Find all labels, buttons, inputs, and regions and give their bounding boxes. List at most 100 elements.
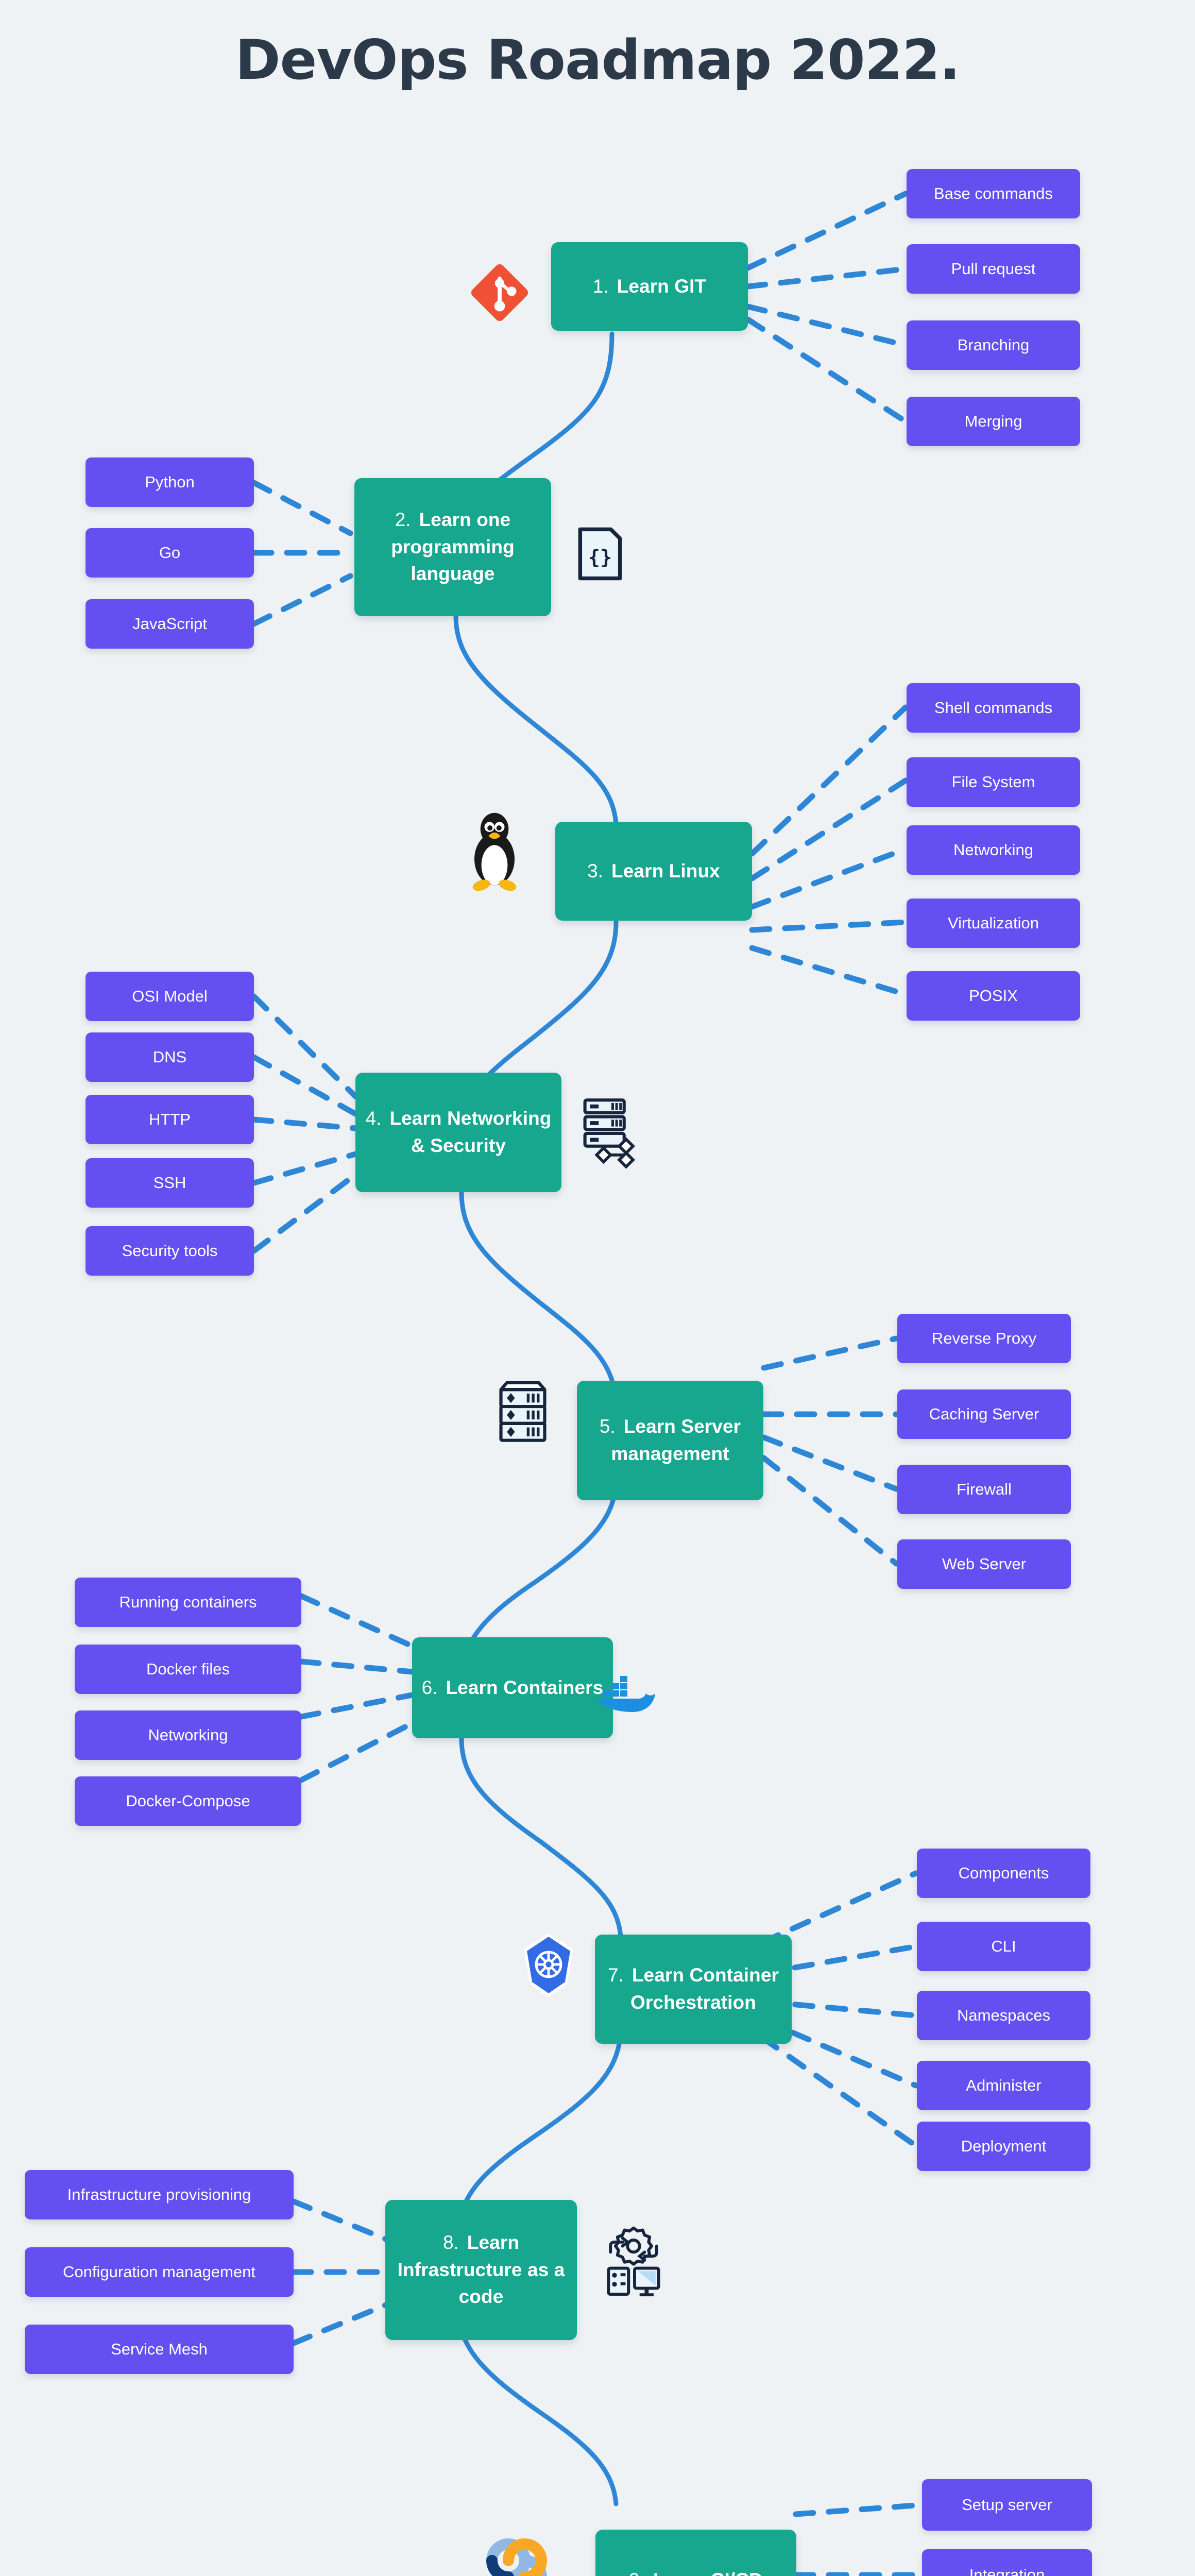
leaf-label: Shell commands — [934, 699, 1053, 717]
step-title: Learn CI/CD — [653, 2569, 763, 2576]
branch-wire-9-0 — [793, 2502, 925, 2517]
leaf-1-3[interactable]: Merging — [907, 397, 1080, 446]
leaf-5-3[interactable]: Web Server — [897, 1539, 1071, 1589]
leaf-1-1[interactable]: Pull request — [907, 244, 1080, 294]
leaf-label: Merging — [964, 412, 1022, 430]
leaf-8-2[interactable]: Service Mesh — [25, 2325, 294, 2374]
kubernetes-helm-icon — [515, 1927, 582, 2004]
leaf-3-2[interactable]: Networking — [907, 825, 1080, 875]
leaf-label: Integration — [969, 2566, 1045, 2576]
leaf-label: Reverse Proxy — [931, 1329, 1037, 1347]
leaf-7-4[interactable]: Deployment — [917, 2122, 1090, 2171]
branch-wire-1-3 — [745, 316, 909, 425]
git-icon — [464, 257, 536, 329]
leaf-label: Components — [958, 1864, 1049, 1882]
leaf-label: Docker files — [146, 1660, 230, 1678]
infra-gear-icon — [598, 2215, 670, 2303]
leaf-label: Virtualization — [948, 914, 1039, 932]
leaf-2-1[interactable]: Go — [86, 528, 254, 578]
leaf-9-0[interactable]: Setup server — [922, 2479, 1092, 2531]
leaf-label: Security tools — [122, 1242, 218, 1260]
leaf-3-4[interactable]: POSIX — [907, 971, 1080, 1021]
step-number: 7. — [607, 1964, 624, 1986]
leaf-6-2[interactable]: Networking — [75, 1710, 301, 1760]
step-title: Learn Infrastructure as a code — [397, 2232, 565, 2308]
leaf-9-1[interactable]: Integration — [922, 2549, 1092, 2576]
leaf-6-1[interactable]: Docker files — [75, 1645, 301, 1694]
leaf-7-1[interactable]: CLI — [917, 1922, 1090, 1971]
cicd-infinity-icon — [458, 2527, 561, 2576]
leaf-8-1[interactable]: Configuration management — [25, 2247, 294, 2297]
branch-wire-6-1 — [298, 1658, 415, 1675]
leaf-4-2[interactable]: HTTP — [86, 1095, 254, 1144]
branch-wire-3-1 — [749, 777, 909, 882]
leaf-2-0[interactable]: Python — [86, 457, 254, 507]
leaf-label: Service Mesh — [111, 2340, 208, 2358]
leaf-label: POSIX — [969, 987, 1018, 1005]
leaf-label: Docker-Compose — [126, 1792, 250, 1810]
branch-wire-6-0 — [298, 1593, 415, 1649]
leaf-7-3[interactable]: Administer — [917, 2061, 1090, 2110]
spine-6-7 — [459, 1736, 623, 1940]
leaf-label: Go — [159, 544, 181, 562]
leaf-label: Networking — [953, 841, 1034, 859]
branch-wire-5-0 — [761, 1335, 899, 1371]
leaf-6-3[interactable]: Docker-Compose — [75, 1776, 301, 1826]
branch-wire-3-0 — [749, 704, 909, 857]
main-node-4[interactable]: 4.Learn Networking & Security — [355, 1073, 561, 1192]
leaf-4-3[interactable]: SSH — [86, 1158, 254, 1208]
main-node-9[interactable]: 9.Learn CI/CD — [595, 2530, 796, 2576]
leaf-6-0[interactable]: Running containers — [75, 1578, 301, 1627]
main-node-7[interactable]: 7. Learn Container Orchestration — [595, 1935, 792, 2044]
spine-2-3 — [453, 614, 619, 827]
leaf-3-1[interactable]: File System — [907, 757, 1080, 807]
branch-wire-8-2 — [291, 2296, 404, 2346]
leaf-8-0[interactable]: Infrastructure provisioning — [25, 2170, 294, 2219]
leaf-5-1[interactable]: Caching Server — [897, 1389, 1071, 1439]
step-title: Learn Container Orchestration — [630, 1964, 779, 2013]
branch-wire-7-0 — [759, 1870, 919, 1945]
step-title: Learn Linux — [611, 860, 720, 882]
leaf-label: File System — [951, 773, 1035, 791]
page-title: DevOps Roadmap 2022. — [235, 28, 961, 92]
step-title: Learn Networking & Security — [389, 1108, 552, 1156]
leaf-5-2[interactable]: Firewall — [897, 1465, 1071, 1514]
leaf-4-4[interactable]: Security tools — [86, 1226, 254, 1276]
code-braces-icon: {} — [572, 523, 628, 585]
leaf-label: SSH — [153, 1174, 186, 1192]
docker-whale-icon — [587, 1659, 659, 1726]
step-number: 8. — [442, 2232, 459, 2253]
leaf-4-1[interactable]: DNS — [86, 1032, 254, 1082]
leaf-label: OSI Model — [132, 987, 208, 1005]
leaf-7-2[interactable]: Namespaces — [917, 1991, 1090, 2040]
branch-wire-3-3 — [749, 919, 909, 933]
leaf-7-0[interactable]: Components — [917, 1849, 1090, 1898]
leaf-4-0[interactable]: OSI Model — [86, 972, 254, 1021]
leaf-5-0[interactable]: Reverse Proxy — [897, 1314, 1071, 1363]
branch-wire-5-2 — [761, 1434, 899, 1492]
leaf-3-0[interactable]: Shell commands — [907, 683, 1080, 733]
leaf-1-0[interactable]: Base commands — [907, 169, 1080, 218]
main-node-2[interactable]: 2.Learn one programming language — [354, 478, 551, 616]
branch-wire-1-2 — [745, 303, 909, 348]
branch-wire-4-3 — [251, 1151, 358, 1186]
leaf-label: Deployment — [961, 2137, 1047, 2155]
svg-text:{}: {} — [588, 546, 612, 569]
leaf-3-3[interactable]: Virtualization — [907, 899, 1080, 948]
main-node-1[interactable]: 1.Learn GIT — [551, 242, 748, 331]
leaf-1-2[interactable]: Branching — [907, 320, 1080, 370]
main-node-3[interactable]: 3.Learn Linux — [555, 822, 752, 921]
step-number: 6. — [421, 1676, 438, 1698]
server-rack-icon — [489, 1370, 556, 1458]
leaf-2-2[interactable]: JavaScript — [86, 599, 254, 649]
leaf-label: Configuration management — [63, 2263, 255, 2281]
main-node-5[interactable]: 5.Learn Server management — [577, 1381, 763, 1500]
leaf-label: Administer — [966, 2076, 1042, 2094]
main-node-8[interactable]: 8.Learn Infrastructure as a code — [385, 2200, 577, 2340]
branch-wire-1-0 — [745, 191, 909, 271]
main-node-6[interactable]: 6.Learn Containers — [412, 1637, 613, 1738]
branch-wire-3-4 — [749, 945, 909, 997]
leaf-label: Namespaces — [957, 2006, 1050, 2024]
leaf-label: Caching Server — [929, 1405, 1039, 1423]
